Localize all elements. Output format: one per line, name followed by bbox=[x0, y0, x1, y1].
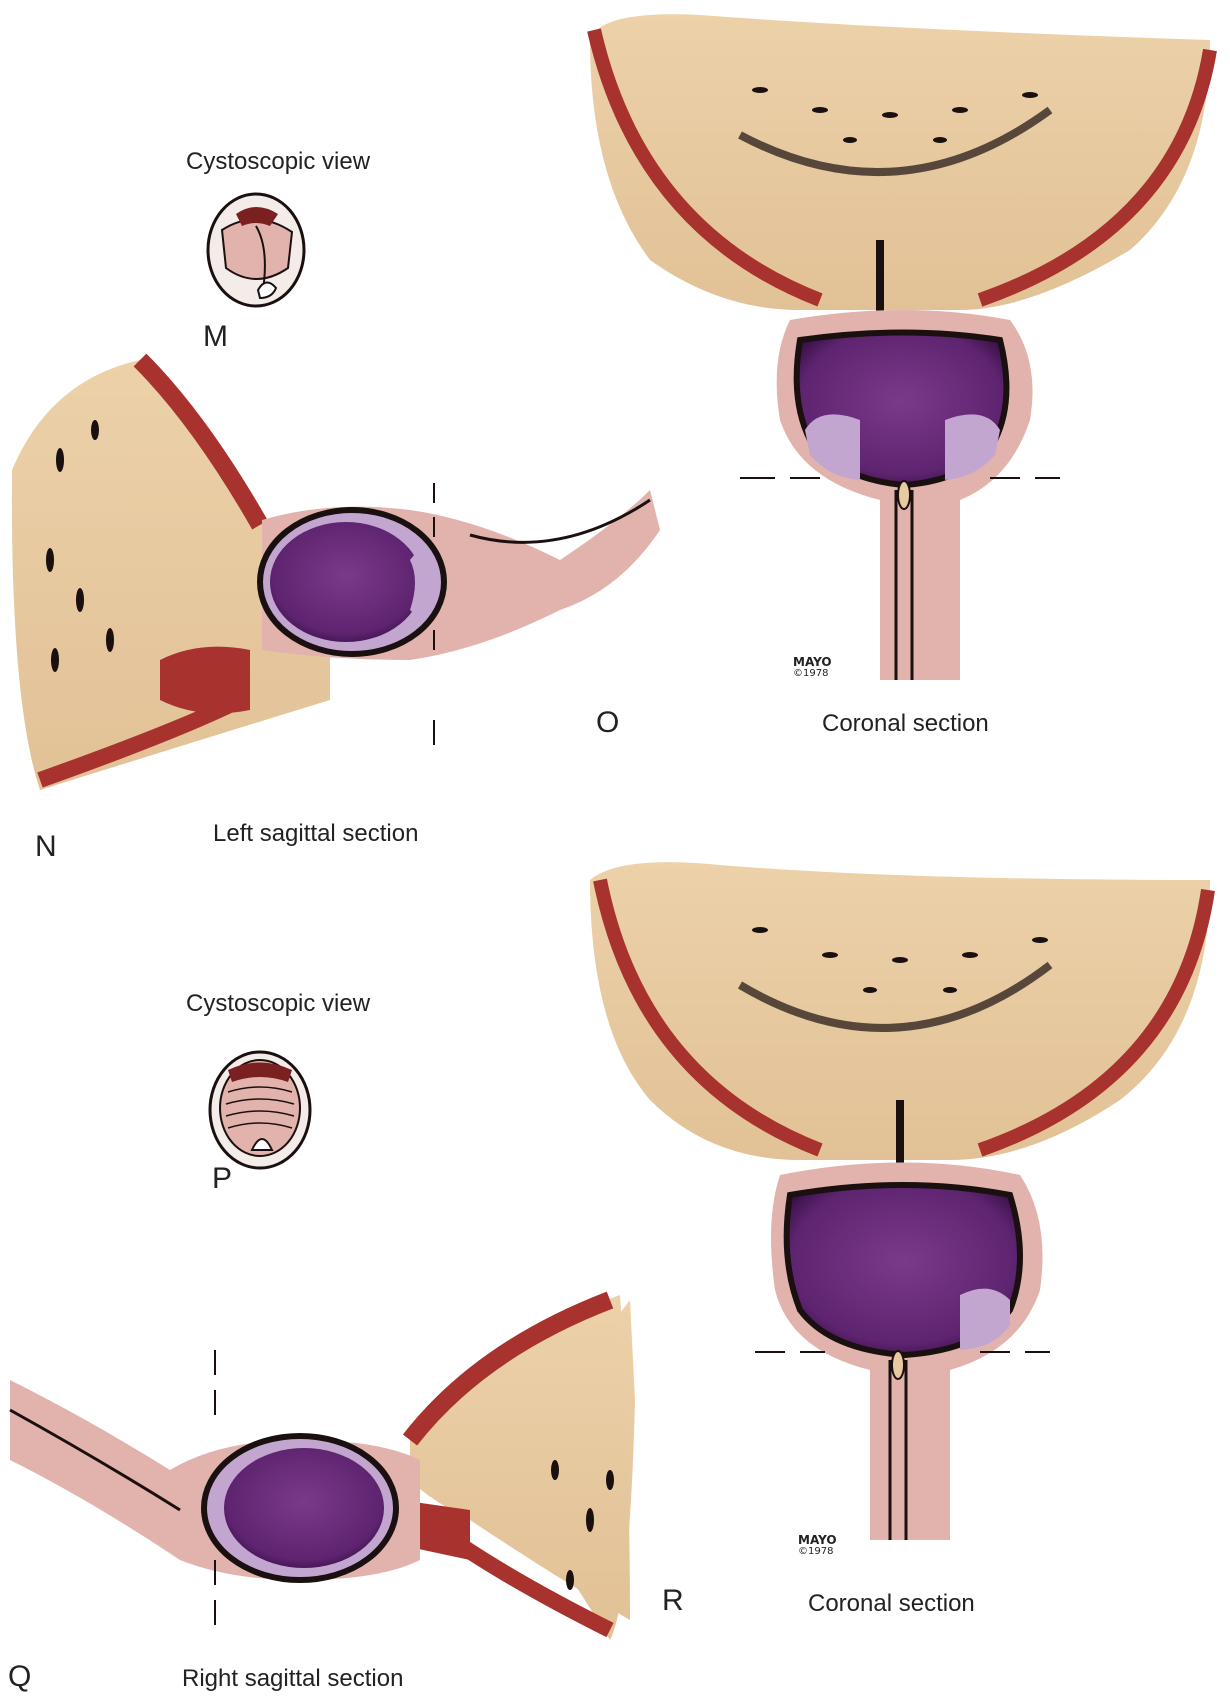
cystoscopic-view-p-label: Cystoscopic view bbox=[186, 990, 371, 1017]
panel-label-n: N bbox=[35, 830, 57, 863]
left-sagittal-caption: Left sagittal section bbox=[213, 820, 419, 847]
right-sagittal-caption: Right sagittal section bbox=[182, 1665, 404, 1692]
panel-label-p: P bbox=[212, 1162, 233, 1195]
cystoscopic-view-p bbox=[208, 1050, 312, 1170]
mayo-year-top: ©1978 bbox=[793, 668, 829, 679]
cystoscopic-view-m-label: Cystoscopic view bbox=[186, 148, 371, 175]
coronal-section-r bbox=[590, 862, 1215, 1540]
panel-label-q: Q bbox=[8, 1660, 32, 1693]
panel-label-m: M bbox=[203, 320, 228, 353]
mayo-copyright-bottom: MAYO ©1978 bbox=[798, 1534, 837, 1558]
panel-label-o: O bbox=[596, 706, 620, 739]
coronal-caption-r: Coronal section bbox=[808, 1590, 975, 1617]
mayo-brand-top: MAYO bbox=[793, 655, 832, 669]
mayo-brand-bottom: MAYO bbox=[798, 1533, 837, 1547]
coronal-section-o bbox=[587, 14, 1217, 680]
mayo-year-bottom: ©1978 bbox=[798, 1546, 834, 1557]
mayo-copyright-top: MAYO ©1978 bbox=[793, 656, 832, 680]
cystoscopic-view-m bbox=[206, 192, 306, 308]
left-sagittal-section-n bbox=[11, 353, 660, 790]
coronal-caption-o: Coronal section bbox=[822, 710, 989, 737]
panel-label-r: R bbox=[662, 1584, 684, 1617]
right-sagittal-section-q bbox=[9, 1291, 635, 1640]
